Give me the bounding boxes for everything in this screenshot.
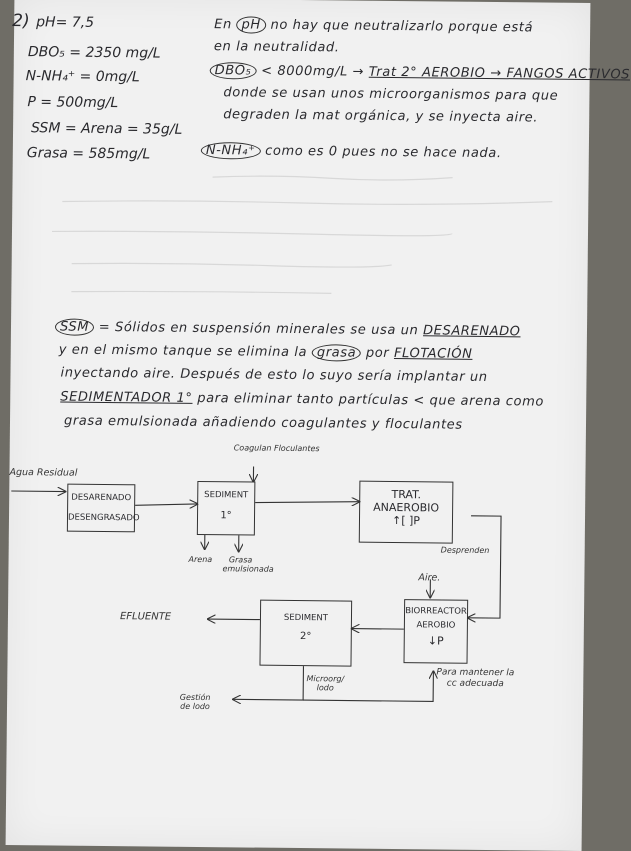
box-desarenado: DESARENADO DESENGRASADO <box>66 483 140 533</box>
notebook-page: 2) pH= 7,5 DBO₅ = 2350 mg/L N-NH₄⁺ = 0mg… <box>5 0 630 851</box>
flow-diagram-lines <box>11 466 502 851</box>
box-biorreactor: BIORREACTOR AEROBIO ↓P <box>403 599 469 664</box>
gestion-lodo-label: Gestión de lodo <box>179 692 211 712</box>
mantener-label: Para mantener la cc adecuada <box>436 667 515 690</box>
aire-label: Aire. <box>418 572 441 584</box>
box-sedimentador-1: SEDIMENT 1° <box>196 480 256 536</box>
erased-pencil-marks <box>51 175 553 294</box>
efluente-label: EFLUENTE <box>119 611 172 623</box>
arena-label: Arena <box>188 554 213 565</box>
desprenden-label: Desprenden <box>440 545 490 556</box>
box-anaerobio: TRAT. ANAEROBIO ↑[ ]P <box>358 480 454 544</box>
input-label: Agua Residual <box>9 466 78 479</box>
coagulant-label: Coagulan Floculantes <box>233 443 320 454</box>
box-sedimentador-2: SEDIMENT 2° <box>259 599 353 667</box>
grasa-emulsionada-label: Grasa emulsionada <box>222 555 274 574</box>
microorg-label: Microorg/ lodo <box>306 674 345 693</box>
